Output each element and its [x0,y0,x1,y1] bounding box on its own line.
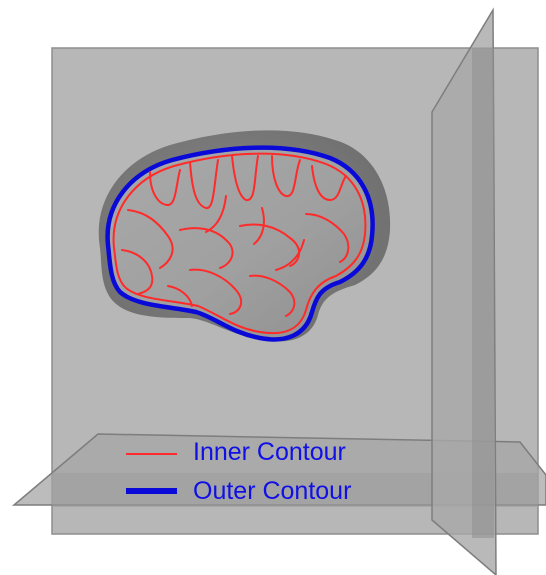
coronal-plane-band [472,48,494,538]
outer-contour-swatch [126,488,177,494]
outer-contour-label: Outer Contour [193,479,351,504]
inner-contour-label: Inner Contour [193,440,346,465]
